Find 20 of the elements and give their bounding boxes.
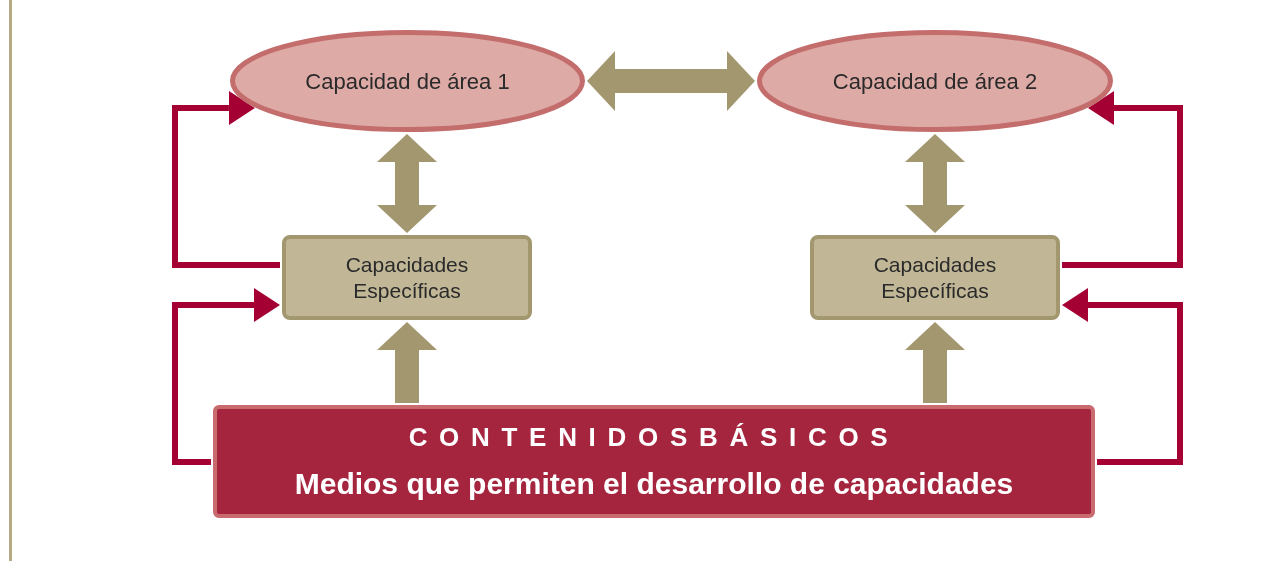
arrow bbox=[377, 134, 437, 233]
content-box bbox=[213, 405, 1095, 518]
ellipse-node bbox=[757, 30, 1113, 132]
arrow bbox=[905, 322, 965, 403]
arrow bbox=[172, 288, 280, 465]
node-label: Capacidades Específicas bbox=[872, 251, 998, 304]
box-subtitle: Medios que permiten el desarrollo de capacidades bbox=[294, 465, 1014, 502]
arrow bbox=[905, 134, 965, 233]
arrow bbox=[1062, 288, 1183, 465]
node-label: Capacidad de área 1 bbox=[305, 67, 510, 96]
arrow bbox=[587, 51, 755, 111]
process-box bbox=[810, 235, 1060, 320]
process-box bbox=[282, 235, 532, 320]
ellipse-node bbox=[230, 30, 585, 132]
node-label: Capacidad de área 2 bbox=[832, 67, 1038, 96]
arrow bbox=[1062, 91, 1183, 268]
arrow bbox=[377, 322, 437, 403]
node-label: Capacidades Específicas bbox=[344, 251, 470, 304]
arrow bbox=[172, 91, 280, 268]
box-heading: CONTENIDOSBÁSICOS bbox=[408, 420, 900, 454]
